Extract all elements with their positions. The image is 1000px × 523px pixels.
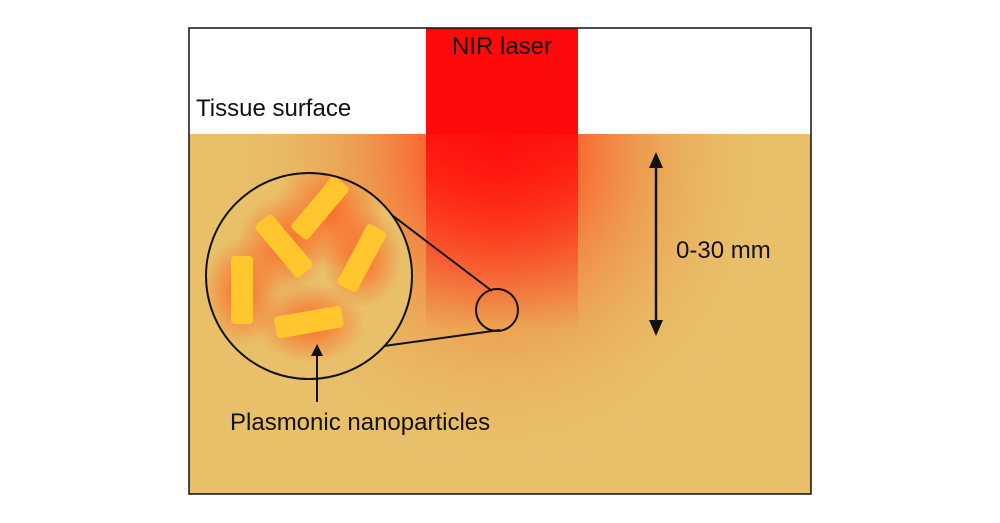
nanoparticle [274,305,344,339]
laser-beam [426,28,578,134]
zoom-line-bottom [383,329,501,347]
particle-pointer-arrowhead [311,344,323,356]
frame-border [188,27,812,495]
depth-arrow [649,152,663,336]
nanoparticle [337,224,387,292]
nanoparticle [231,256,253,324]
laser-penetration [426,134,578,334]
zoom-circle [205,172,413,380]
laser-label: NIR laser [451,33,553,60]
tissue-surface-label: Tissue surface [196,95,352,122]
depth-label: 0-30 mm [676,237,771,264]
zoom-view [205,172,413,380]
nanoparticle [291,176,349,240]
nanoparticle [255,214,313,278]
zoom-source-circle [475,288,519,332]
nanoparticles-label: Plasmonic nanoparticles [230,409,491,436]
